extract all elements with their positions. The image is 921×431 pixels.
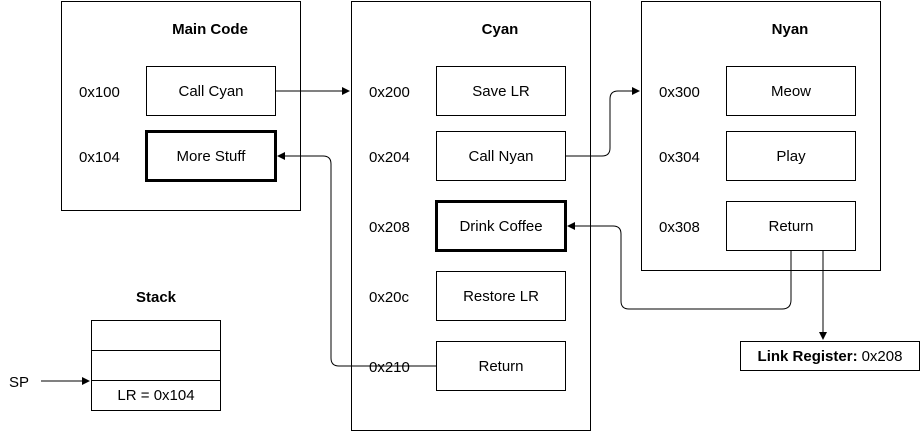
cyan-cell-restore-lr: Restore LR (436, 271, 566, 321)
stack-row-empty-1 (92, 321, 220, 351)
link-register-box: Link Register: 0x208 (740, 341, 920, 371)
cyan-addr-0x210: 0x210 (369, 359, 410, 376)
link-register-value: 0x208 (861, 347, 903, 365)
nyan-addr-0x308: 0x308 (659, 219, 700, 236)
arrow-nyan-return (567, 222, 792, 310)
nyan-addr-0x304: 0x304 (659, 149, 700, 166)
main-code-title: Main Code (172, 21, 248, 38)
stack-title: Stack (135, 289, 177, 306)
cyan-addr-0x20c: 0x20c (369, 289, 410, 306)
nyan-addr-0x300: 0x300 (659, 84, 700, 101)
cyan-cell-return: Return (436, 341, 566, 391)
main-cell-call-cyan: Call Cyan (146, 66, 276, 116)
cyan-cell-drink-coffee: Drink Coffee (435, 200, 567, 252)
stack-row-empty-2 (92, 351, 220, 381)
main-cell-more-stuff: More Stuff (145, 130, 277, 182)
cyan-cell-save-lr: Save LR (436, 66, 566, 116)
link-register-label: Link Register: (757, 347, 858, 365)
cyan-cell-call-nyan: Call Nyan (436, 131, 566, 181)
nyan-cell-meow: Meow (726, 66, 856, 116)
nyan-title: Nyan (771, 21, 809, 38)
arrow-call-nyan (566, 87, 640, 157)
stack-table: LR = 0x104 (91, 320, 221, 411)
arrow-cyan-return (277, 152, 436, 367)
cyan-addr-0x200: 0x200 (369, 84, 410, 101)
cyan-addr-0x204: 0x204 (369, 149, 410, 166)
cyan-title: Cyan (481, 21, 519, 38)
nyan-cell-play: Play (726, 131, 856, 181)
cyan-addr-0x208: 0x208 (369, 219, 410, 236)
stack-row-lr: LR = 0x104 (117, 387, 195, 404)
main-addr-0x104: 0x104 (79, 149, 120, 166)
stack-pointer-label: SP (9, 374, 30, 391)
nyan-cell-return: Return (726, 201, 856, 251)
main-addr-0x100: 0x100 (79, 84, 120, 101)
